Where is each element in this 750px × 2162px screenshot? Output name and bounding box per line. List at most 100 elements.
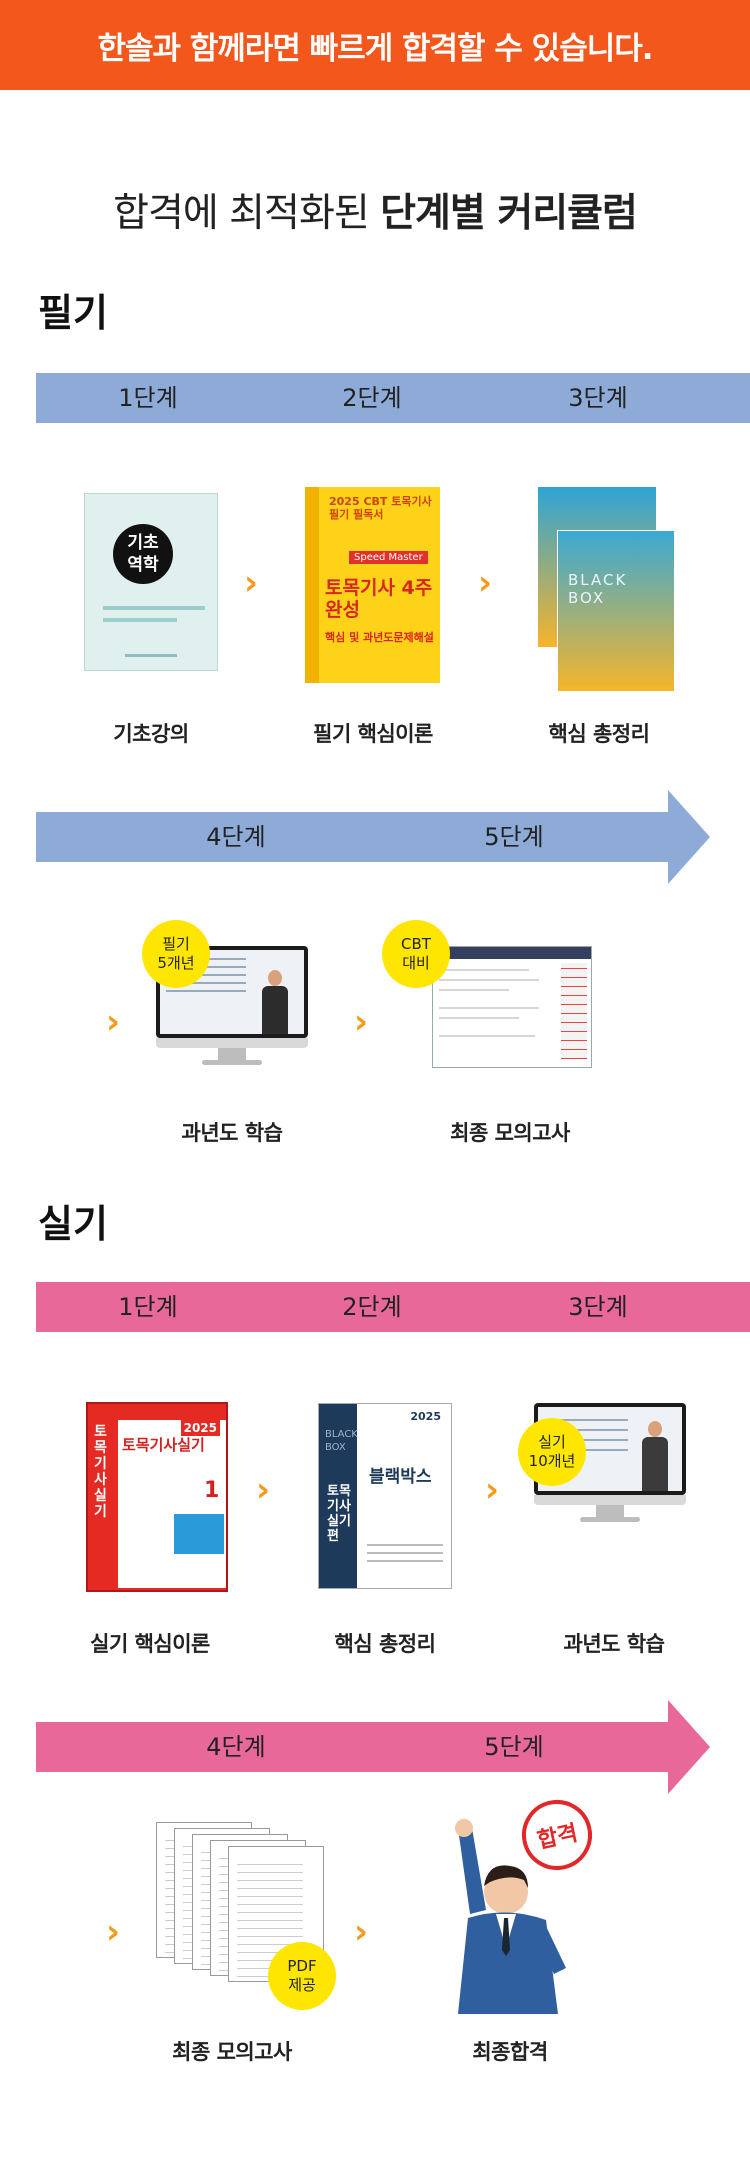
chevron-right-icon: › — [354, 1912, 369, 1952]
cover-year: 2025 — [180, 1420, 220, 1436]
cover-title: 토목기사 4주완성 — [325, 577, 433, 621]
top-banner: 한솔과 함께라면 빠르게 합격할 수 있습니다. — [0, 0, 750, 90]
cbt-line — [439, 1017, 519, 1019]
step-label: 5단계 — [484, 1733, 544, 1761]
section-title-practical: 실기 — [38, 1202, 108, 1246]
lecturer-body — [642, 1437, 668, 1491]
civil-engineer-written-book-cover: 2025 CBT 토목기사필기 필독서 Speed Master 토목기사 4주… — [305, 487, 440, 683]
section-title-written: 필기 — [38, 291, 108, 335]
chevron-right-icon: › — [354, 1002, 369, 1042]
item-caption: 최종 모의고사 — [450, 1121, 570, 1145]
lecturer-body — [262, 986, 288, 1034]
item-caption: 핵심 총정리 — [548, 722, 650, 746]
monitor-chin — [156, 1038, 308, 1048]
black-box-book-cover: BLACK BOX — [557, 530, 675, 692]
step-label: 1단계 — [118, 384, 178, 412]
headline-bold: 단계별 커리큘럼 — [380, 191, 638, 236]
step-label: 4단계 — [206, 823, 266, 851]
cover-spine-text: 토목기사 실기편 — [327, 1484, 351, 1544]
badge-line: 대비 — [402, 954, 430, 972]
written-step-arrow-2: 4단계 5단계 — [36, 790, 710, 884]
arrow-bar-shape — [36, 1700, 710, 1794]
banner-text: 한솔과 함께라면 빠르게 합격할 수 있습니다. — [97, 30, 653, 67]
cbt-line — [439, 969, 529, 971]
cbt-line — [439, 1007, 539, 1009]
badge-line: CBT — [401, 935, 431, 953]
item-caption: 필기 핵심이론 — [313, 722, 433, 746]
written-5year-badge: 필기 5개년 — [142, 920, 210, 988]
cover-line — [103, 606, 205, 610]
monitor-neck — [218, 1048, 246, 1062]
cover-title: 토목기사실기 — [122, 1436, 205, 1454]
item-caption: 최종합격 — [472, 2040, 548, 2064]
chevron-right-icon: › — [106, 1912, 121, 1952]
curriculum-headline: 합격에 최적화된 단계별 커리큘럼 — [0, 182, 750, 238]
mock-exam-papers-stack — [156, 1822, 336, 1992]
badge-line: 10개년 — [528, 1452, 576, 1470]
volume-number: 1 — [204, 1478, 220, 1503]
cover-title: 블랙박스 — [369, 1467, 432, 1487]
practical-step-bar-1: 1단계 2단계 3단계 — [36, 1282, 750, 1332]
step-label: 1단계 — [118, 1293, 178, 1321]
cover-line — [103, 618, 177, 622]
cover-subtitle: 핵심 및 과년도문제해설 — [325, 631, 434, 644]
item-caption: 핵심 총정리 — [334, 1632, 436, 1656]
step-label: 4단계 — [206, 1733, 266, 1761]
written-step-bar-1: 1단계 2단계 3단계 — [36, 373, 750, 423]
badge-line: PDF — [287, 1957, 317, 1975]
badge-line: 제공 — [288, 1976, 316, 1994]
item-caption: 과년도 학습 — [181, 1121, 283, 1145]
cbt-line — [439, 979, 539, 981]
arrow-bar-shape — [36, 790, 710, 884]
step-label: 2단계 — [342, 1293, 402, 1321]
cover-line — [125, 654, 177, 657]
cbt-badge: CBT 대비 — [382, 920, 450, 988]
lecturer-head — [268, 970, 282, 986]
cover-block — [174, 1514, 224, 1554]
cover-year: 2025 — [410, 1410, 441, 1423]
cover-lines — [367, 1544, 443, 1546]
chevron-right-icon: › — [478, 563, 493, 603]
practical-10year-badge: 실기 10개년 — [518, 1418, 586, 1486]
monitor-neck — [596, 1505, 624, 1519]
step-label: 3단계 — [568, 1293, 628, 1321]
practical-step-arrow-2: 4단계 5단계 — [36, 1700, 710, 1794]
cbt-answer-sheet — [561, 963, 587, 1059]
cheering-person-illustration — [455, 1819, 566, 2014]
cbt-header — [433, 947, 591, 959]
cover-strip — [319, 1404, 357, 1588]
cover-title: BLACK BOX — [568, 571, 628, 607]
chevron-right-icon: › — [106, 1002, 121, 1042]
badge-line: 실기 — [538, 1433, 566, 1451]
step-label: 2단계 — [342, 384, 402, 412]
cover-year: 2025 CBT 토목기사필기 필독서 — [329, 495, 432, 521]
cbt-mock-exam-screen — [432, 946, 592, 1068]
monitor-base — [580, 1517, 640, 1522]
badge-line: 필기 — [162, 935, 190, 953]
headline-normal: 합격에 최적화된 — [113, 191, 381, 236]
cbt-line — [439, 1035, 535, 1037]
chevron-right-icon: › — [256, 1470, 271, 1510]
step-label: 5단계 — [484, 823, 544, 851]
pdf-provided-badge: PDF 제공 — [268, 1942, 336, 2010]
cover-tag: Speed Master — [349, 551, 428, 564]
badge-line: 5개년 — [157, 954, 195, 972]
item-caption: 기초강의 — [113, 722, 189, 746]
cbt-line — [439, 989, 509, 991]
step-label: 3단계 — [568, 384, 628, 412]
monitor-chin — [534, 1495, 686, 1505]
text-lines — [558, 1419, 628, 1421]
item-caption: 최종 모의고사 — [172, 2040, 292, 2064]
item-caption: 실기 핵심이론 — [90, 1632, 210, 1656]
lecturer-head — [648, 1421, 662, 1437]
chevron-right-icon: › — [485, 1470, 500, 1510]
item-caption: 과년도 학습 — [563, 1632, 665, 1656]
chevron-right-icon: › — [244, 563, 259, 603]
cover-panel — [118, 1420, 226, 1588]
